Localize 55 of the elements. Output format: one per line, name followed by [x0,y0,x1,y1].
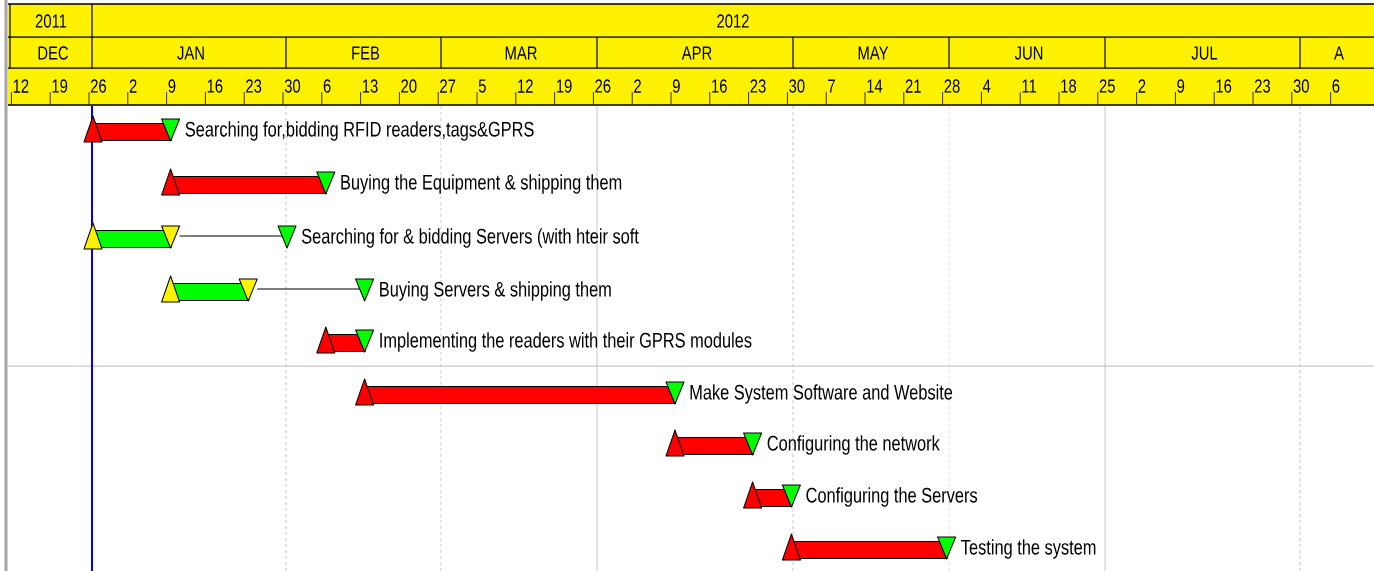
week-label: 27 [440,79,456,93]
week-label: 28 [944,79,960,93]
week-label: 21 [905,79,921,93]
week-label: 30 [1293,79,1309,93]
week-label: 4 [982,79,991,93]
week-label: 13 [362,79,378,93]
week-label: 9 [1177,79,1185,93]
week-label: 23 [1254,79,1271,93]
month-label: DEC [38,46,69,60]
week-label: 6 [1332,79,1340,93]
month-label: A [1334,46,1344,60]
month-label: APR [681,46,712,60]
task-label: Configuring the Servers [806,487,978,507]
week-label: 9 [672,79,680,93]
week-label: 18 [1061,79,1077,93]
week-label: 2 [1138,79,1146,93]
week-label: 26 [90,79,107,93]
week-label: 19 [556,79,572,93]
week-label: 23 [750,79,766,93]
week-label: 16 [1216,79,1232,93]
week-label: 30 [284,79,301,93]
week-label: 2 [634,79,641,93]
week-label: 14 [867,79,883,93]
month-label: JAN [177,46,204,60]
task-label: Buying the Equipment & shipping them [341,174,622,194]
task-label: Buying Servers & shipping them [380,281,611,301]
week-label: 19 [52,79,68,93]
task-label: Searching for & bidding Servers (with hteir soft [301,228,639,248]
task-label: Implementing the readers with their GPRS modules [380,332,752,352]
week-label: 12 [13,79,29,93]
task-label: Searching for,bidding RFID readers,tags&GPRS [185,121,534,141]
month-label: JUL [1191,46,1218,60]
week-label: 30 [789,79,805,93]
week-label: 26 [595,79,611,93]
week-label: 2 [129,79,137,93]
month-label: MAY [858,46,889,60]
year-label: 2012 [717,14,749,28]
week-label: 9 [168,79,176,93]
task-label: Configuring the network [767,435,940,455]
year-label: 2011 [35,14,67,28]
week-label: 5 [478,79,486,93]
week-label: 20 [401,79,417,93]
week-label: 16 [712,79,727,93]
week-label: 25 [1099,79,1115,93]
week-label: 16 [207,79,223,93]
month-label: JUN [1014,46,1043,60]
week-label: 23 [246,79,262,93]
week-label: 7 [828,79,835,93]
week-label: 12 [518,79,533,93]
task-label: Testing the system [961,539,1096,559]
task-label: Make System Software and Website [690,384,953,404]
month-label: FEB [352,46,380,60]
month-label: MAR [505,46,537,60]
week-label: 6 [323,79,331,93]
week-label: 11 [1022,79,1037,93]
